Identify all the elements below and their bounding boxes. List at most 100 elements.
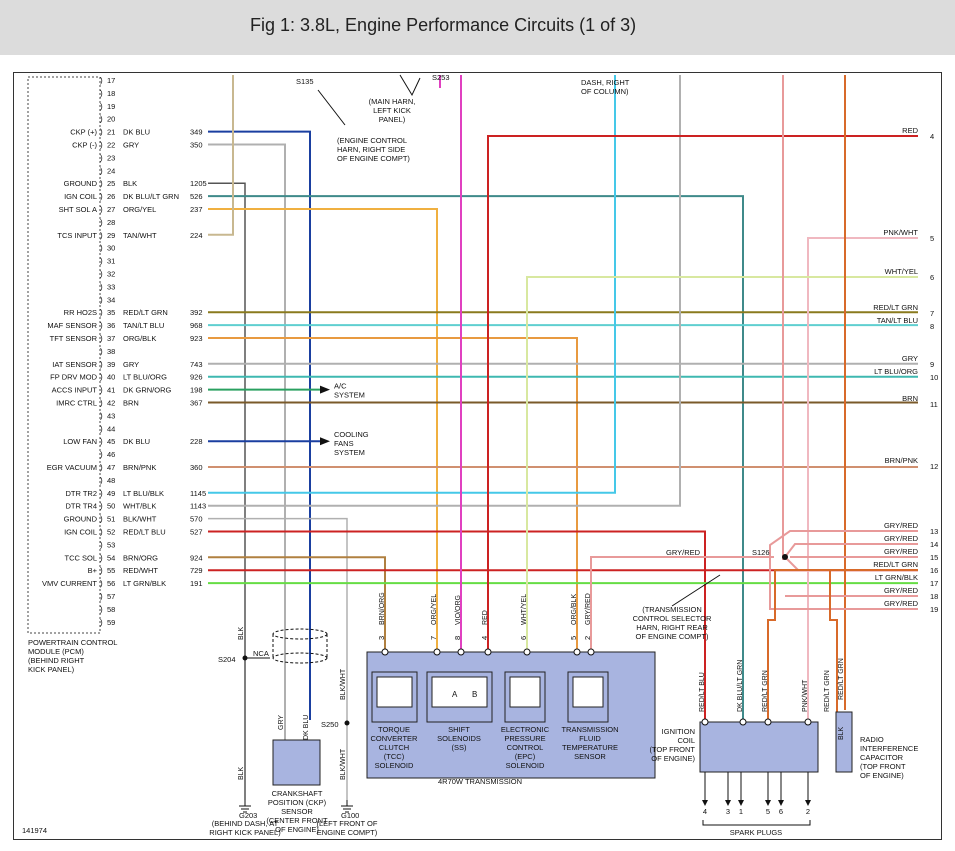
tft-label: FLUID xyxy=(579,734,601,743)
trans-pin-number: 8 xyxy=(453,636,462,640)
pin-bracket: ) xyxy=(100,141,103,150)
circuit-number: 923 xyxy=(190,334,203,343)
spark-arrow xyxy=(702,800,708,806)
pcm-pin-number: 30 xyxy=(107,244,115,253)
wire-color-label: BRN/ORG xyxy=(123,553,158,562)
circuit-number: 198 xyxy=(190,386,203,395)
right-wire-label: BRN/PNK xyxy=(885,456,918,465)
pin-bracket: ) xyxy=(100,218,103,227)
pin-bracket: ) xyxy=(100,515,103,524)
pcm-pin-number: 55 xyxy=(107,566,115,575)
s253-label: S253 xyxy=(432,73,450,82)
trans-wire-color: BRN/ORG xyxy=(379,592,386,625)
pin-bracket: ) xyxy=(100,605,103,614)
trans-pin xyxy=(381,648,389,656)
pin-bracket: ) xyxy=(100,128,103,137)
circuit-number: 926 xyxy=(190,373,203,382)
pcm-pin-number: 44 xyxy=(107,424,115,433)
ign-coil-label: IGNITION xyxy=(662,727,695,736)
pin-bracket: ) xyxy=(100,424,103,433)
connector-pin-number: 15 xyxy=(930,553,938,562)
trans-pin xyxy=(433,648,441,656)
cooling-fans-label: COOLING xyxy=(334,430,369,439)
engine-control-label: HARN, RIGHT SIDE xyxy=(337,145,405,154)
arrow-fans xyxy=(320,437,330,446)
spark-bracket xyxy=(702,820,811,826)
trans-pin-number: 7 xyxy=(429,636,438,640)
right-wire-label: LT BLU/ORG xyxy=(874,367,918,376)
right-wire-label: GRY/RED xyxy=(884,547,919,556)
pcm-pin-number: 36 xyxy=(107,321,115,330)
shield-bottom xyxy=(272,652,328,664)
pin-bracket: ) xyxy=(100,308,103,317)
spark-plug-number: 3 xyxy=(726,807,730,816)
epc-label: SOLENOID xyxy=(506,761,545,770)
gry-red-label: GRY/RED xyxy=(666,548,701,557)
pcm-pin-number: 27 xyxy=(107,205,115,214)
splice-s204 xyxy=(242,655,248,661)
pcm-label: (BEHIND RIGHT xyxy=(28,656,85,665)
spark-plug-number: 5 xyxy=(766,807,770,816)
pin-bracket: ) xyxy=(100,192,103,201)
shift-solenoids-outer xyxy=(426,671,493,723)
pcm-pin-label: EGR VACUUM xyxy=(47,463,97,472)
pcm-pin-number: 32 xyxy=(107,270,115,279)
coil-wire-label: RED/LT BLU xyxy=(699,672,706,712)
dash-right-label: DASH, RIGHT xyxy=(581,78,630,87)
right-wire-label: GRY/RED xyxy=(884,521,919,530)
cap-wire-label: RED/LT GRN xyxy=(838,658,845,700)
s250-label: S250 xyxy=(321,720,339,729)
circuit-number: 1205 xyxy=(190,179,207,188)
selector-label: (TRANSMISSION xyxy=(642,605,702,614)
radio-cap-label: OF ENGINE) xyxy=(860,771,904,780)
pcm-pin-number: 34 xyxy=(107,295,115,304)
connector-pin-number: 10 xyxy=(930,373,938,382)
pcm-pin-label: SHT SOL A xyxy=(59,205,97,214)
wire-gry-red-trans xyxy=(590,556,774,650)
tcc-label: CONVERTER xyxy=(371,734,419,743)
pcm-pin-label: IGN COIL xyxy=(64,528,97,537)
right-wire-label: BRN xyxy=(902,394,918,403)
pcm-pin-number: 24 xyxy=(107,166,115,175)
pin-bracket: ) xyxy=(100,450,103,459)
connector-pin-number: 7 xyxy=(930,309,934,318)
shield-top xyxy=(272,628,328,640)
splice-s250 xyxy=(344,720,350,726)
right-wire-label: PNK/WHT xyxy=(883,228,918,237)
cap-wire-label: BLK xyxy=(838,726,845,740)
pin-bracket: ) xyxy=(100,153,103,162)
pcm-label: KICK PANEL) xyxy=(28,665,75,674)
pin-bracket: ) xyxy=(100,411,103,420)
s204-label: S204 xyxy=(218,655,236,664)
cap-wire-label: RED/LT GRN xyxy=(824,670,831,712)
wire-dtr-tr2 xyxy=(208,75,616,494)
right-wire-label: GRY xyxy=(902,354,918,363)
tcc-label: TORQUE xyxy=(378,725,410,734)
trans-wire-color: ORG/YEL xyxy=(431,594,438,625)
selector-label: OF ENGINE COMPT) xyxy=(636,632,709,641)
right-wire-label: WHT/YEL xyxy=(885,267,918,276)
pin-bracket: ) xyxy=(100,592,103,601)
figure-title: Fig 1: 3.8L, Engine Performance Circuits… xyxy=(250,15,637,35)
pcm-pin-label: DTR TR2 xyxy=(65,489,97,498)
trans-pin xyxy=(523,648,531,656)
radio-capacitor-box xyxy=(835,711,853,773)
spark-arrow xyxy=(725,800,731,806)
tcc-solenoid-inner xyxy=(376,676,413,708)
spark-arrow xyxy=(765,800,771,806)
pcm-pin-number: 48 xyxy=(107,476,115,485)
engine-control-label: (ENGINE CONTROL xyxy=(337,136,407,145)
pcm-pin-number: 23 xyxy=(107,153,115,162)
pcm-pin-label: GROUND xyxy=(64,179,98,188)
pcm-pin-number: 47 xyxy=(107,463,115,472)
g100-desc: ENGINE COMPT) xyxy=(317,828,378,837)
pcm-pin-label: DTR TR4 xyxy=(65,502,97,511)
circuit-number: 729 xyxy=(190,566,203,575)
pcm-pin-number: 45 xyxy=(107,437,115,446)
main-harn-label: PANEL) xyxy=(379,115,406,124)
pin-bracket: ) xyxy=(100,437,103,446)
circuit-number: 392 xyxy=(190,308,203,317)
circuit-number: 367 xyxy=(190,399,203,408)
pcm-pin-number: 19 xyxy=(107,102,115,111)
